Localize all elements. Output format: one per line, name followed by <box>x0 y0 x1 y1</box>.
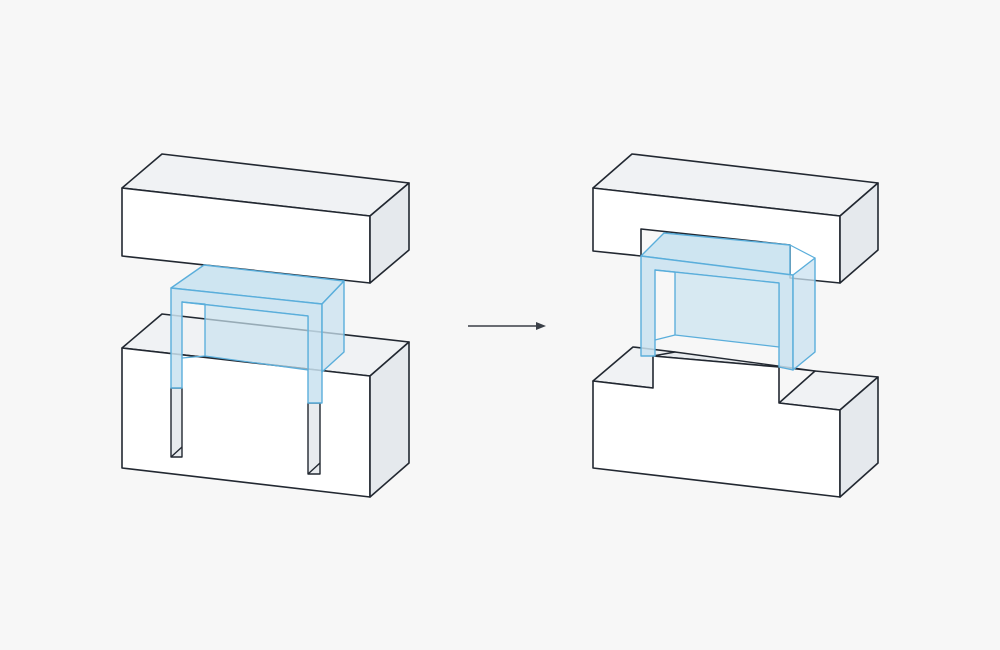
slot-left <box>170 387 183 458</box>
before-panel <box>121 153 410 498</box>
upper-block-left <box>121 153 410 284</box>
u-insert <box>170 264 345 404</box>
after-panel <box>592 153 879 498</box>
u-insert-inner <box>181 301 309 371</box>
lower-block-right <box>592 346 879 498</box>
lower-block-left <box>121 313 410 498</box>
upper-right-side <box>839 182 879 284</box>
upper-block-left-side <box>369 182 410 284</box>
box-insert-side <box>792 257 816 371</box>
slot-right <box>307 402 321 475</box>
box-insert-inner <box>654 269 780 348</box>
arrow-right-icon <box>468 322 546 330</box>
box-insert <box>640 232 816 371</box>
lower-block-left-side <box>369 341 410 498</box>
u-insert-side <box>321 280 345 373</box>
lower-right-front <box>592 355 841 498</box>
lower-right-side <box>839 376 879 498</box>
upper-block-right <box>592 153 879 284</box>
